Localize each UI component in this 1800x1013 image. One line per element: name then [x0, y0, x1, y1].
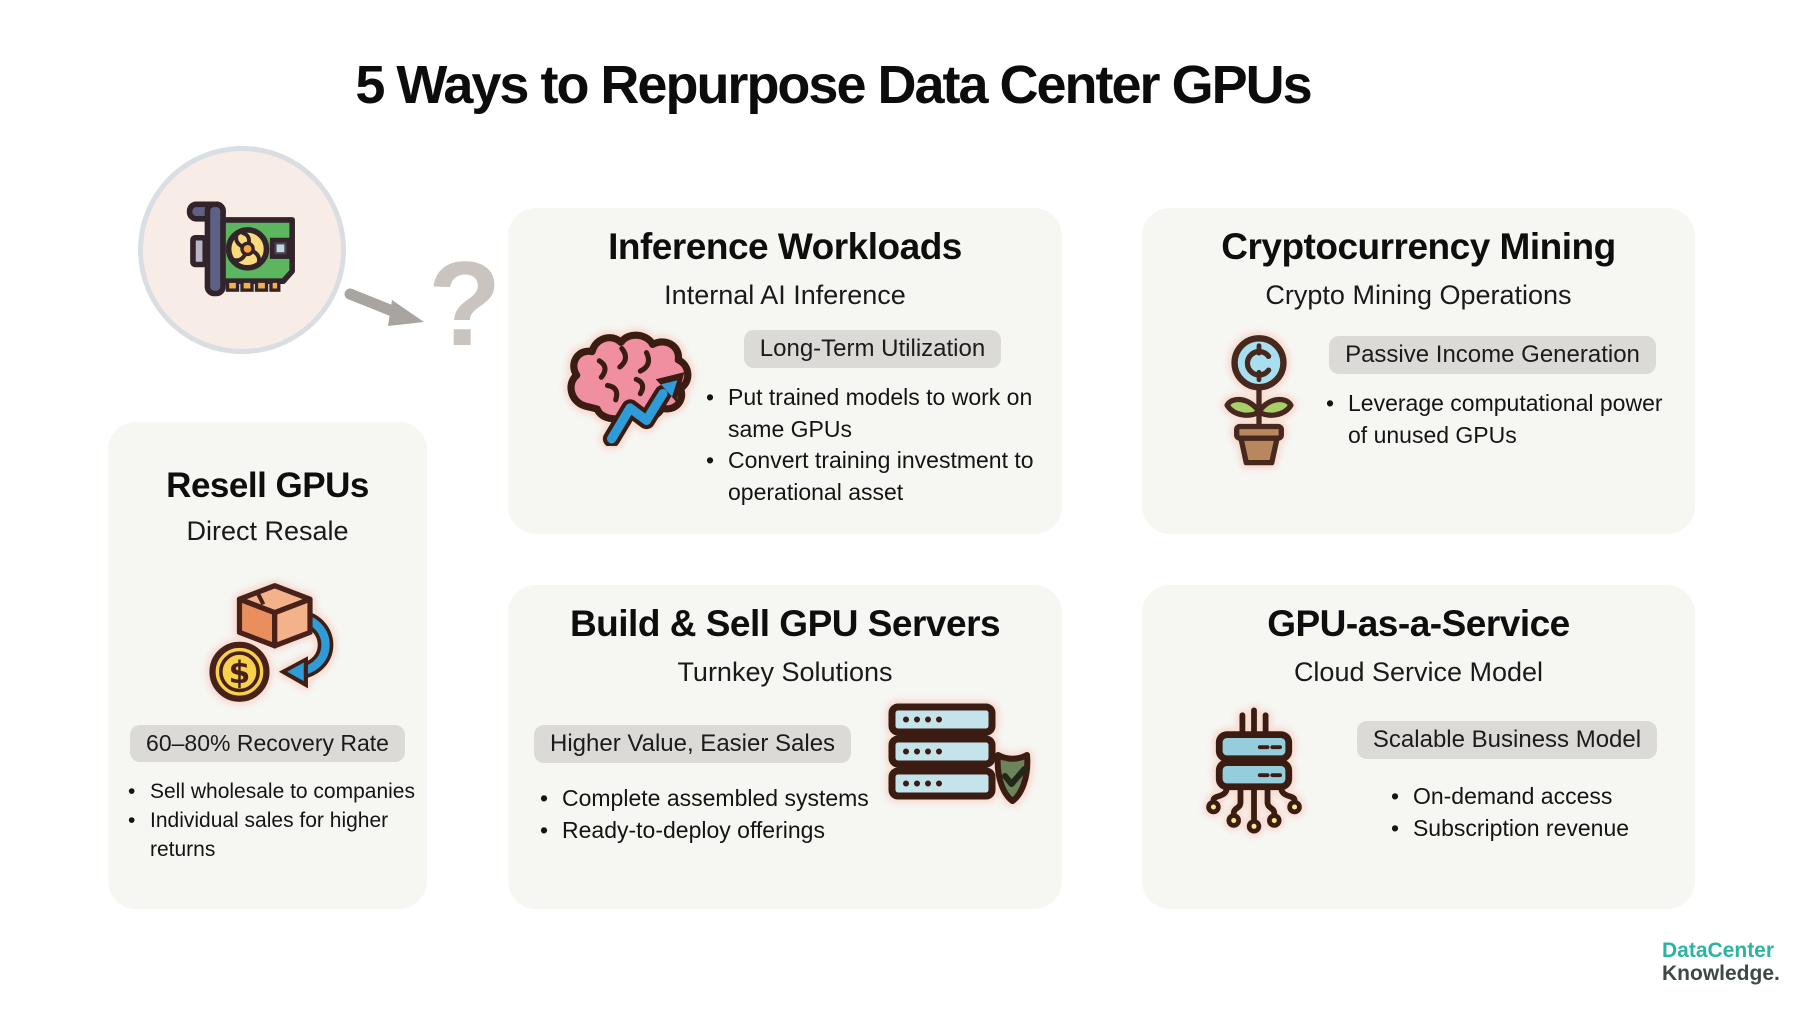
- datacenter-knowledge-logo: DataCenter Knowledge.: [1662, 939, 1780, 985]
- bullet-item: Leverage computational power of unused G…: [1320, 388, 1665, 451]
- logo-line-1: DataCenter: [1662, 939, 1775, 962]
- card-inference-workloads: Inference Workloads Internal AI Inferenc…: [508, 208, 1062, 534]
- bullet-list: Complete assembled systems Ready-to-depl…: [534, 783, 869, 846]
- question-mark: ?: [428, 237, 502, 371]
- stat-badge: Passive Income Generation: [1329, 336, 1656, 374]
- card-title: GPU-as-a-Service: [1267, 603, 1570, 644]
- bullet-item: Individual sales for higher returns: [122, 807, 418, 865]
- bullet-item: Ready-to-deploy offerings: [534, 815, 869, 847]
- stat-badge: 60–80% Recovery Rate: [130, 725, 405, 762]
- card-cryptocurrency-mining: Cryptocurrency Mining Crypto Mining Oper…: [1142, 208, 1695, 534]
- bullet-list: Sell wholesale to companies Individual s…: [122, 778, 418, 865]
- page-title: 5 Ways to Repurpose Data Center GPUs: [355, 55, 1312, 115]
- bullet-item: Put trained models to work on same GPUs: [700, 382, 1045, 445]
- card-resell-gpus: Resell GPUs Direct Resale $ 60–80% Recov…: [108, 422, 427, 909]
- card-gpu-as-a-service: GPU-as-a-Service Cloud Service Model: [1142, 585, 1695, 909]
- bullet-item: On-demand access: [1385, 781, 1629, 813]
- bullet-list: Leverage computational power of unused G…: [1320, 388, 1665, 451]
- bullet-item: Convert training investment to operation…: [700, 445, 1045, 508]
- stat-badge: Scalable Business Model: [1356, 721, 1658, 759]
- gpu-card-graphic: [186, 201, 295, 297]
- stat-badge: Long-Term Utilization: [743, 330, 1002, 368]
- crypto-coin-plant-icon: [1208, 330, 1310, 472]
- card-title: Cryptocurrency Mining: [1221, 226, 1616, 267]
- gpu-card-icon: [138, 146, 346, 354]
- card-title: Inference Workloads: [608, 226, 962, 267]
- card-subtitle: Cloud Service Model: [1293, 657, 1544, 687]
- bullet-list: On-demand access Subscription revenue: [1385, 781, 1629, 844]
- card-subtitle: Direct Resale: [186, 516, 349, 546]
- arrow-right-icon: [344, 288, 424, 326]
- package-money-return-icon: $: [198, 561, 338, 711]
- logo-line-2: Knowledge.: [1662, 961, 1780, 985]
- svg-text:$: $: [228, 655, 250, 691]
- card-subtitle: Turnkey Solutions: [677, 657, 893, 687]
- server-rack-shield-icon: [878, 701, 1036, 813]
- stat-badge: Higher Value, Easier Sales: [534, 725, 852, 763]
- chip-circuit-icon: [1198, 705, 1310, 853]
- card-title: Resell GPUs: [166, 466, 369, 505]
- bullet-list: Put trained models to work on same GPUs …: [700, 382, 1045, 509]
- card-subtitle: Internal AI Inference: [664, 280, 906, 310]
- card-subtitle: Crypto Mining Operations: [1265, 280, 1572, 310]
- brain-growth-arrow-icon: [546, 328, 708, 448]
- bullet-item: Sell wholesale to companies: [122, 778, 418, 807]
- card-title: Build & Sell GPU Servers: [569, 603, 1001, 644]
- card-build-sell-gpu-servers: Build & Sell GPU Servers Turnkey Solutio…: [508, 585, 1062, 909]
- bullet-item: Subscription revenue: [1385, 813, 1629, 845]
- bullet-item: Complete assembled systems: [534, 783, 869, 815]
